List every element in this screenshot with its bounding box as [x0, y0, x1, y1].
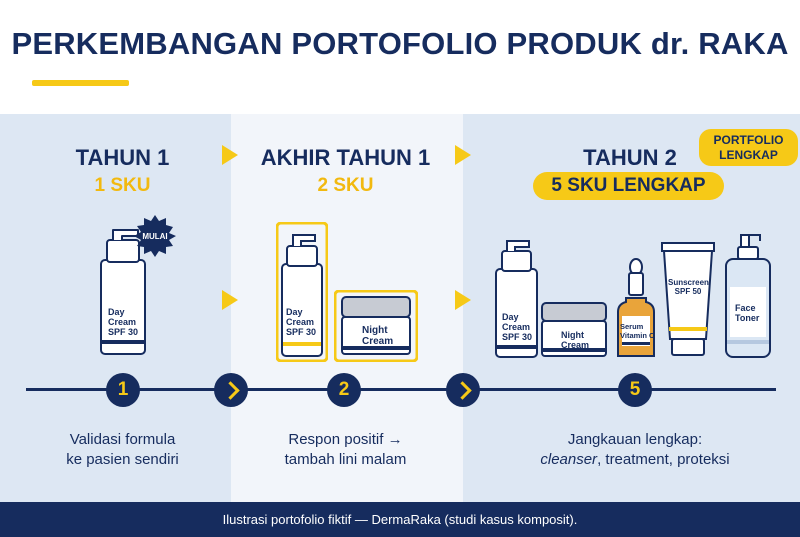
chevron-right-icon	[455, 145, 471, 165]
page-title: PERKEMBANGAN PORTOFOLIO PRODUK dr. RAKA	[11, 26, 789, 61]
stage-2-sku: 2 SKU	[317, 175, 374, 196]
portfolio-badge-line2: LENGKAP	[719, 148, 778, 162]
stage-3-sku: 5 SKU LENGKAP	[533, 172, 724, 200]
sunscreen-tube-icon	[661, 242, 715, 356]
day-cream-pump-bottle-icon	[495, 240, 538, 358]
stage-3-description: Jangkauan lengkap: cleanser, treatment, …	[540, 431, 730, 468]
day-cream-highlighted-icon	[276, 222, 328, 362]
stage-2-year: AKHIR TAHUN 1	[260, 145, 431, 170]
chevron-right-icon	[222, 290, 238, 310]
starburst-icon	[134, 215, 176, 257]
timeline-node-5: 5	[618, 373, 652, 407]
start-badge: MULAI	[134, 215, 176, 257]
stage-1-sku: 1 SKU	[94, 175, 151, 196]
stage-1-year: TAHUN 1	[75, 145, 170, 170]
title-underline	[32, 80, 129, 86]
day-cream-pump-bottle-icon	[100, 229, 146, 355]
chevron-right-icon	[222, 145, 238, 165]
portfolio-complete-badge: PORTFOLIO LENGKAP	[699, 129, 798, 166]
chevron-right-icon	[455, 290, 471, 310]
footer-note: Ilustrasi portofolio fiktif — DermaRaka …	[0, 502, 800, 537]
serum-dropper-bottle-icon	[617, 258, 655, 357]
timeline-node-1: 1	[106, 373, 140, 407]
timeline-line	[26, 388, 776, 391]
stage-3-year: TAHUN 2	[583, 145, 677, 170]
timeline-node-2: 2	[327, 373, 361, 407]
timeline-arrow-icon	[214, 373, 248, 407]
stage-2-description: Respon positif →tambah lini malam	[284, 431, 407, 468]
face-toner-pump-bottle-icon	[725, 234, 771, 358]
timeline-arrow-icon	[446, 373, 480, 407]
portfolio-badge-line1: PORTFOLIO	[713, 133, 784, 147]
night-cream-jar-icon	[541, 302, 607, 357]
night-cream-jar-icon	[334, 290, 418, 362]
